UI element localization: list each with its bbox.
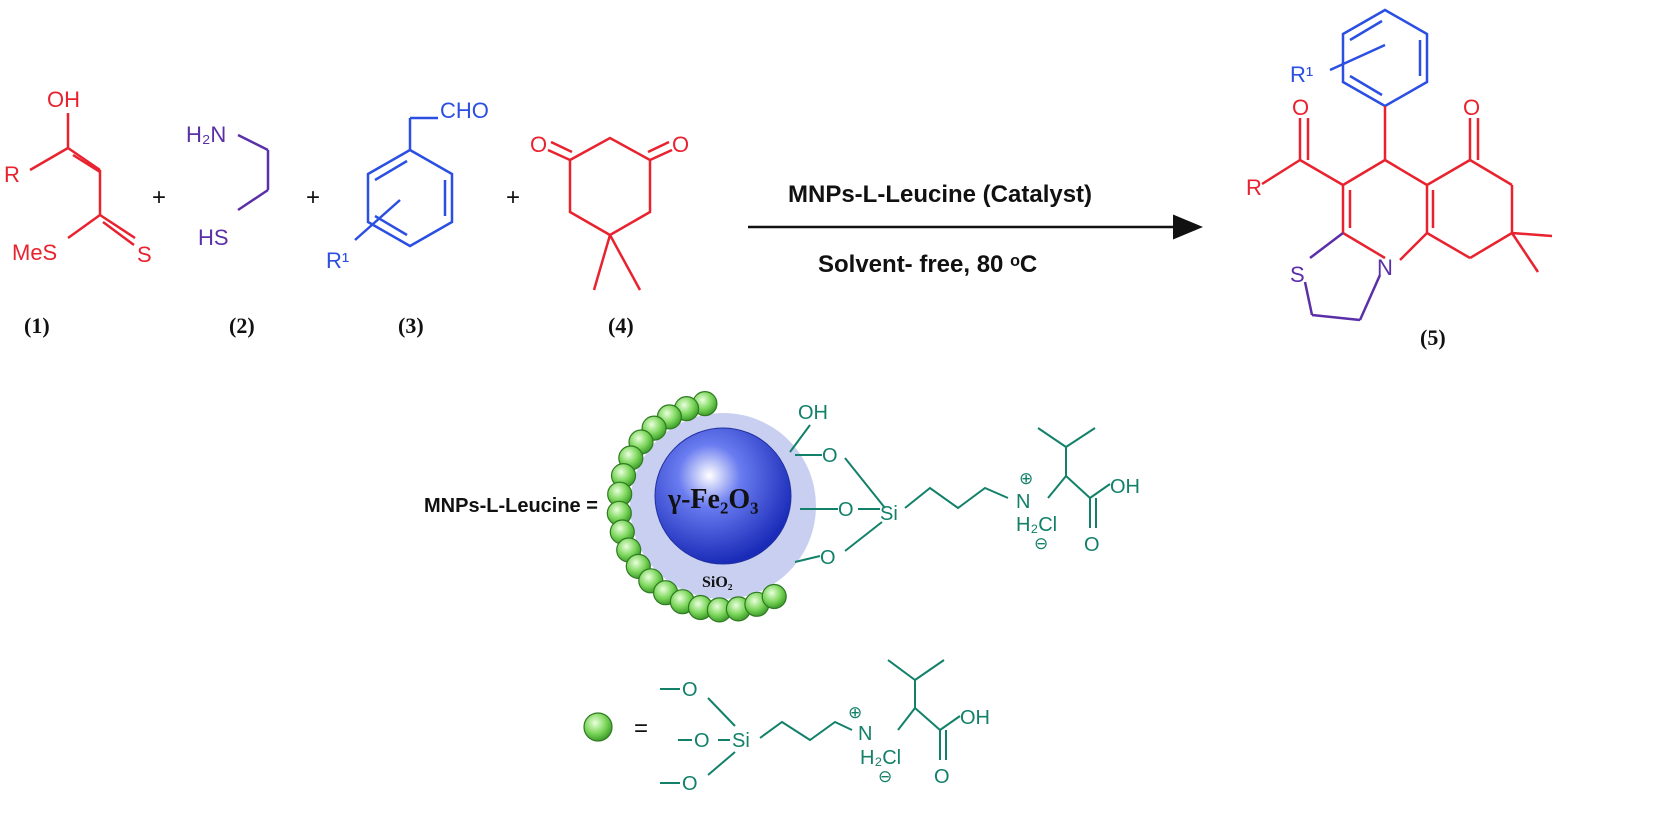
product-n: N: [1377, 255, 1393, 280]
bead-equals: =: [634, 715, 648, 742]
bead-minus-charge: ⊖: [878, 767, 892, 786]
reagent-1-r: R: [4, 162, 20, 187]
product-o-ketone-left: O: [1292, 95, 1309, 120]
reagent-3-cho: CHO: [440, 98, 489, 123]
bead-ring: [606, 391, 787, 623]
bead-plus-charge: ⊕: [848, 703, 862, 722]
catalyst-minus-charge: ⊖: [1034, 534, 1048, 553]
bead-o-top: O: [682, 679, 698, 701]
plus-sign-1: +: [152, 184, 166, 211]
product-s: S: [1290, 262, 1305, 287]
reagent-1-number: (1): [24, 313, 50, 338]
catalyst-def-label: MNPs-L-Leucine =: [424, 495, 598, 517]
silane-bead: [761, 583, 787, 610]
reagent-3-structure: [354, 116, 454, 248]
catalyst-si: Si: [880, 503, 898, 525]
reagent-1-mes: MeS: [12, 240, 57, 265]
shell-label: SiO₂: [702, 574, 733, 591]
reagent-2-number: (2): [229, 313, 255, 338]
fe2o3-core: [654, 427, 792, 565]
bead-legend-icon: [583, 712, 613, 742]
catalyst-cooh-o: O: [1084, 534, 1100, 556]
reagent-2-structure: [237, 133, 270, 212]
bead-o-mid: O: [694, 730, 710, 752]
product-core-red: [1261, 106, 1553, 273]
catalyst-o-mid: O: [838, 499, 854, 521]
reagent-4-number: (4): [608, 313, 634, 338]
plus-sign-2: +: [306, 184, 320, 211]
reagent-4-o-right: O: [672, 132, 689, 157]
nanoparticle: [630, 413, 816, 599]
product-thiazole-ring: [1303, 232, 1382, 322]
catalyst-cooh-oh: OH: [1110, 476, 1140, 498]
bead-linker: [660, 659, 961, 784]
bead-si: Si: [732, 730, 750, 752]
reagent-4-o-left: O: [530, 132, 547, 157]
core-label: γ-Fe₂O₃: [667, 484, 759, 515]
solvent-condition: Solvent- free, 80 ᵒC: [818, 251, 1037, 278]
catalyst-o-top: O: [822, 445, 838, 467]
catalyst-linker: [789, 424, 1111, 563]
bead-o-bottom: O: [682, 773, 698, 795]
bead-cooh-oh: OH: [960, 707, 990, 729]
plus-sign-3: +: [506, 184, 520, 211]
bead-h2cl: H₂Cl: [860, 747, 901, 769]
reagent-1-oh: OH: [47, 87, 80, 112]
reagent-2-h2n: H₂N: [186, 122, 226, 147]
product-o-ketone-right: O: [1463, 95, 1480, 120]
catalyst-h2cl: H₂Cl: [1016, 514, 1057, 536]
reagent-1-s: S: [137, 242, 152, 267]
reagent-3-r1: R¹: [326, 248, 349, 273]
product-aryl-ring: [1329, 8, 1429, 108]
catalyst-o-bottom: O: [820, 547, 836, 569]
catalyst-oh: OH: [798, 402, 828, 424]
catalyst-condition: MNPs-L-Leucine (Catalyst): [788, 181, 1092, 208]
reagent-2-hs: HS: [198, 225, 229, 250]
reagent-4-structure: [547, 136, 673, 291]
product-r: R: [1246, 175, 1262, 200]
product-r1: R¹: [1290, 62, 1313, 87]
catalyst-n: N: [1016, 491, 1030, 513]
reagent-3-number: (3): [398, 313, 424, 338]
bead-cooh-o: O: [934, 766, 950, 788]
catalyst-plus-charge: ⊕: [1019, 469, 1033, 488]
product-number: (5): [1420, 325, 1446, 350]
reagent-1-structure: [29, 113, 136, 247]
bead-n: N: [858, 723, 872, 745]
